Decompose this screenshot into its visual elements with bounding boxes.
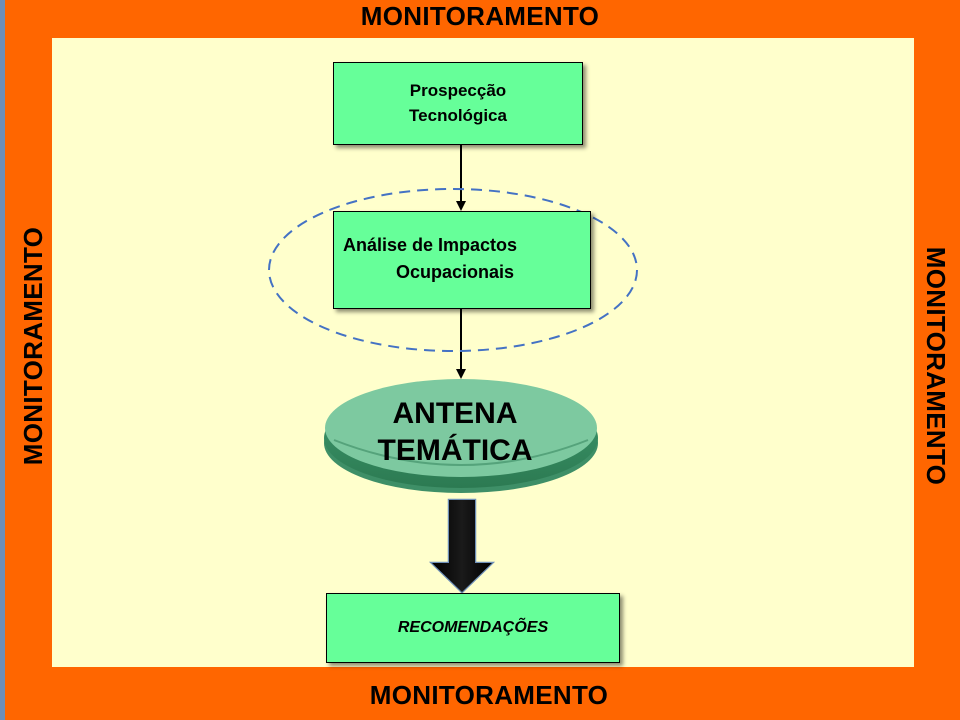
monitoring-label-bottom: MONITORAMENTO — [369, 680, 609, 710]
dashed-highlight-ellipse — [268, 188, 638, 352]
step2-line1: Análise de Impactos — [343, 235, 518, 255]
step-recomendacoes: RECOMENDAÇÕES — [326, 593, 620, 663]
left-edge-strip — [0, 0, 5, 720]
antena-label-line1: ANTENA — [392, 397, 518, 430]
antena-label-line2: TEMÁTICA — [377, 434, 533, 467]
monitoring-label-top: MONITORAMENTO — [360, 1, 600, 31]
step1-line1: Prospecção — [409, 81, 507, 100]
step-analise-impactos: Análise de Impactos Ocupacionais — [333, 211, 591, 309]
antena-disk — [324, 379, 598, 493]
big-down-arrow — [428, 498, 496, 594]
step1-line2: Tecnológica — [409, 106, 507, 125]
step2-line2: Ocupacionais — [396, 262, 515, 282]
step-prospeccao-tecnologica: Prospecção Tecnológica — [333, 62, 583, 145]
recomendacoes-label: RECOMENDAÇÕES — [397, 619, 549, 636]
